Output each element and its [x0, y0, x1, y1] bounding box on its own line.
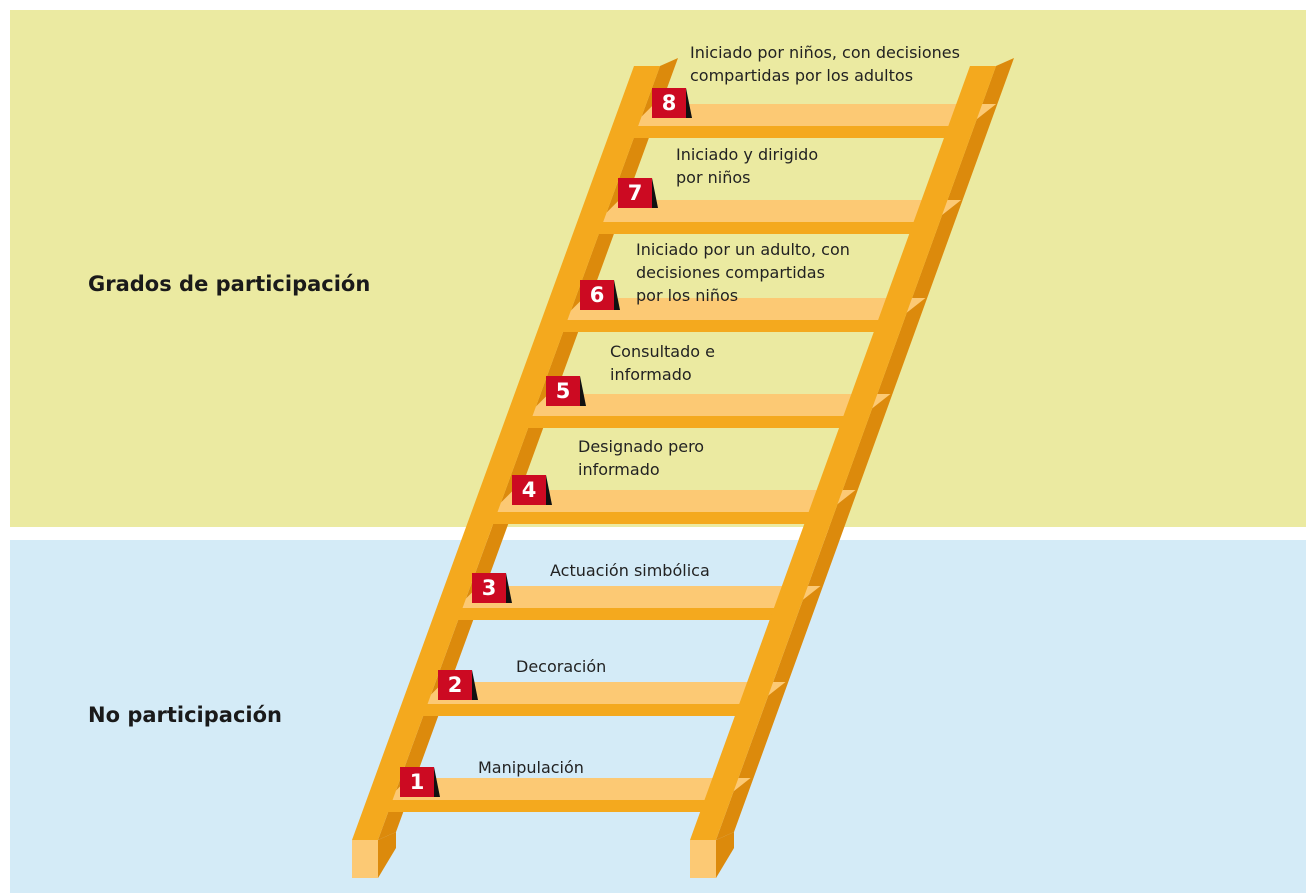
right-rail-foot	[690, 840, 716, 878]
rung-label-line: Iniciado y dirigido	[676, 145, 819, 164]
left-rail-foot	[352, 840, 378, 878]
ladder-rung-4-top	[491, 490, 856, 512]
rung-label-line: Iniciado por un adulto, con	[636, 240, 850, 259]
right-rail-foot-side	[716, 832, 734, 878]
rung-number-badge: 3	[472, 573, 506, 603]
ladder-rung-5-front	[523, 416, 863, 428]
rung-label-line: decisiones compartidas	[636, 263, 825, 282]
ladder-rung-1-top	[386, 778, 751, 800]
rung-label-line: Iniciado por niños, con decisiones	[690, 43, 960, 62]
ladder-rung-2-front	[418, 704, 758, 716]
ladder-rung-6-front	[558, 320, 898, 332]
rung-label-line: informado	[610, 365, 692, 384]
rung-label: Consultado e informado	[610, 340, 715, 386]
rung-label-line: Decoración	[516, 657, 607, 676]
rung-number-badge: 8	[652, 88, 686, 118]
rung-label-line: informado	[578, 460, 660, 479]
rung-label: Iniciado por niños, con decisiones compar…	[690, 41, 960, 87]
rung-label: Designado pero informado	[578, 435, 704, 481]
rung-number-badge: 6	[580, 280, 614, 310]
rung-label-line: Designado pero	[578, 437, 705, 456]
right-rail-side	[716, 58, 1014, 840]
rung-label-line: por los niños	[636, 286, 739, 305]
participation-section-label: Grados de participación	[88, 272, 371, 296]
left-rail-side	[378, 58, 678, 840]
rung-label: Iniciado por un adulto, con decisiones co…	[636, 238, 850, 307]
rung-number-badge: 4	[512, 475, 546, 505]
ladder-rung-6-top	[561, 298, 926, 320]
rung-number-badge: 1	[400, 767, 434, 797]
ladder-rung-7-front	[594, 222, 934, 234]
rung-number-badge: 2	[438, 670, 472, 700]
right-rail	[690, 66, 996, 840]
rung-label-line: Actuación simbólica	[550, 561, 710, 580]
rung-number-badge: 7	[618, 178, 652, 208]
ladder-rung-8-front	[629, 126, 969, 138]
rung-label: Manipulación	[478, 756, 584, 779]
ladder-rung-4-front	[488, 512, 828, 524]
ladder-rung-5-top	[526, 394, 891, 416]
ladder-rung-7-top	[597, 200, 962, 222]
rung-label: Iniciado y dirigido por niños	[676, 143, 818, 189]
rung-label-line: compartidas por los adultos	[690, 66, 914, 85]
left-rail-foot-side	[378, 832, 396, 878]
left-rail	[352, 66, 660, 840]
rung-label-line: por niños	[676, 168, 751, 187]
rung-label: Decoración	[516, 655, 606, 678]
rung-label-line: Consultado e	[610, 342, 715, 361]
rung-label: Actuación simbólica	[550, 559, 710, 582]
rung-label-line: Manipulación	[478, 758, 584, 777]
ladder-rung-2-top	[421, 682, 786, 704]
ladder-rung-3-front	[453, 608, 793, 620]
ladder-rung-1-front	[383, 800, 723, 812]
ladder-rung-8-top	[632, 104, 997, 126]
rung-number-badge: 5	[546, 376, 580, 406]
non-participation-section-label: No participación	[88, 703, 282, 727]
ladder-rung-3-top	[456, 586, 821, 608]
